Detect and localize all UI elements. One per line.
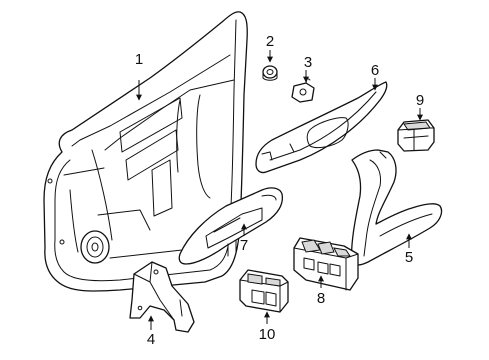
- clip-part-2: [262, 65, 278, 81]
- callout-1: 1: [135, 51, 143, 68]
- bracket: [129, 261, 195, 333]
- callout-labels: 1 2 3 4 5 6 7 8 9 10: [135, 33, 424, 348]
- callout-10: 10: [259, 326, 276, 343]
- clip-part-3: [291, 77, 315, 103]
- switch-finisher: [178, 187, 284, 265]
- callout-7: 7: [240, 237, 248, 254]
- armrest-finisher: [255, 81, 388, 174]
- callout-8: 8: [317, 290, 325, 307]
- callout-9: 9: [416, 92, 424, 109]
- callout-2: 2: [266, 33, 274, 50]
- door-trim-panel: [43, 11, 248, 292]
- callout-6: 6: [371, 62, 379, 79]
- switch-part-10: [239, 269, 289, 313]
- trim-garnish: [350, 149, 443, 266]
- callout-4: 4: [147, 331, 155, 348]
- leader-lines: [136, 50, 423, 330]
- callout-5: 5: [405, 249, 413, 266]
- callout-3: 3: [304, 54, 312, 71]
- switch-part-9: [397, 119, 435, 152]
- main-window-switch: [293, 237, 359, 291]
